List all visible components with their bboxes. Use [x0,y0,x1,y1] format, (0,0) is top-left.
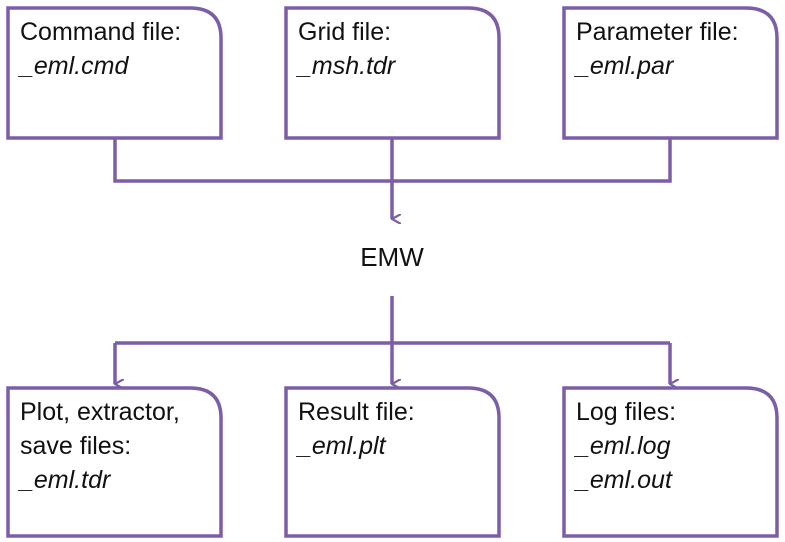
plot-files-text: Plot, extractor, save files: _eml.tdr [20,395,180,497]
parameter-file-text: Parameter file: _eml.par [576,15,739,83]
result-file-label: Result file: [298,398,415,426]
log-file-name-1: _eml.log [576,432,671,460]
parameter-file-label: Parameter file: [576,18,739,46]
input-box-command [6,6,223,140]
result-file-text: Result file: _eml.plt [298,395,415,463]
command-file-label: Command file: [20,18,182,46]
result-file-name: _eml.plt [298,432,386,460]
input-box-grid [284,6,501,140]
grid-file-label: Grid file: [298,18,392,46]
grid-file-name: _msh.tdr [298,52,396,80]
plot-files-name: _eml.tdr [20,466,111,494]
command-file-text: Command file: _eml.cmd [20,15,181,83]
emw-label: EMW [360,242,424,272]
log-file-name-2: _eml.out [576,466,672,494]
output-box-plot [6,386,223,538]
parameter-file-name: _eml.par [576,52,674,80]
input-box-parameter [562,6,779,140]
output-box-result [284,386,501,538]
output-box-log [562,386,779,538]
command-file-name: _eml.cmd [20,52,129,80]
plot-files-label-1: Plot, extractor, [20,398,180,426]
grid-file-text: Grid file: _msh.tdr [298,15,395,83]
log-files-label: Log files: [576,398,677,426]
log-files-text: Log files: _eml.log _eml.out [576,395,676,497]
plot-files-label-2: save files: [20,432,132,460]
